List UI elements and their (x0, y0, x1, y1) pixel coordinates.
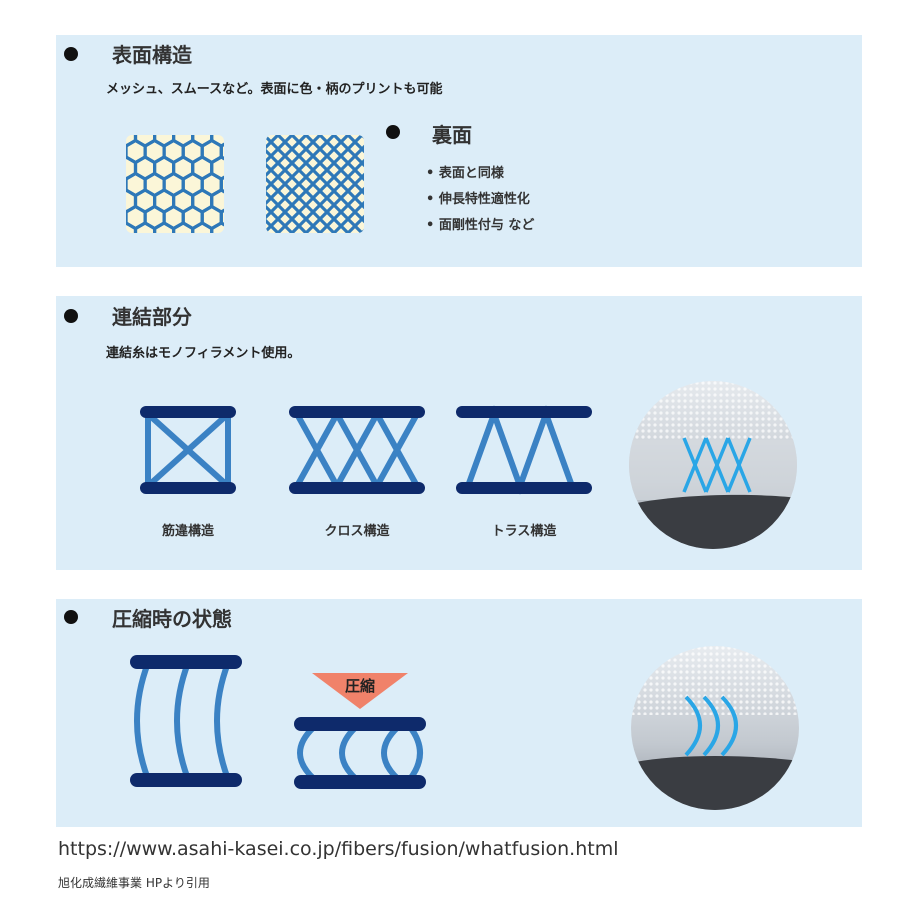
brace-structure-label: 筋違構造 (161, 524, 214, 539)
bullet-icon (386, 125, 400, 139)
list-item: 表面と同様 (426, 161, 534, 187)
source-note: 旭化成繊維事業 HPより引用 (58, 876, 210, 890)
bullet-icon (64, 309, 78, 323)
surface-heading: 表面構造 (112, 43, 192, 67)
brace-structure-icon (140, 406, 236, 494)
surface-description: メッシュ、スムースなど。表面に色・柄のプリントも可能 (106, 82, 443, 97)
connection-heading: 連結部分 (112, 305, 192, 329)
back-feature-list: 表面と同様 伸長特性適性化 面剛性付与 など (426, 161, 535, 239)
connection-description: 連結糸はモノフィラメント使用。 (106, 346, 301, 361)
compression-arrow-icon (312, 673, 408, 709)
truss-structure-label: トラス構造 (491, 524, 557, 539)
compressed-fabric-photo (631, 646, 799, 810)
uncompressed-structure-icon (130, 655, 242, 787)
diamond-mesh-icon (266, 135, 364, 233)
fabric-cross-section-photo (629, 381, 797, 549)
compression-heading: 圧縮時の状態 (112, 607, 232, 631)
bullet-icon (64, 610, 78, 624)
surface-structure-panel: 表面構造 メッシュ、スムースなど。表面に色・柄のプリントも可能 裏面 表面と同様… (56, 35, 862, 267)
list-item: 伸長特性適性化 (426, 187, 534, 213)
cross-structure-label: クロス構造 (324, 524, 390, 539)
list-item: 面剛性付与 など (426, 213, 535, 239)
truss-structure-icon (456, 405, 592, 495)
compression-label: 圧縮 (344, 677, 375, 695)
compression-panel: 圧縮時の状態 圧縮 (56, 599, 862, 827)
compressed-structure-icon (294, 717, 426, 789)
hexagonal-mesh-icon (126, 135, 224, 233)
connection-panel: 連結部分 連結糸はモノフィラメント使用。 筋違構造 クロス構造 トラス構造 (56, 296, 862, 570)
bullet-icon (64, 47, 78, 61)
cross-structure-icon (289, 406, 425, 494)
back-heading: 裏面 (432, 123, 472, 147)
source-url: https://www.asahi-kasei.co.jp/fibers/fus… (58, 838, 619, 860)
